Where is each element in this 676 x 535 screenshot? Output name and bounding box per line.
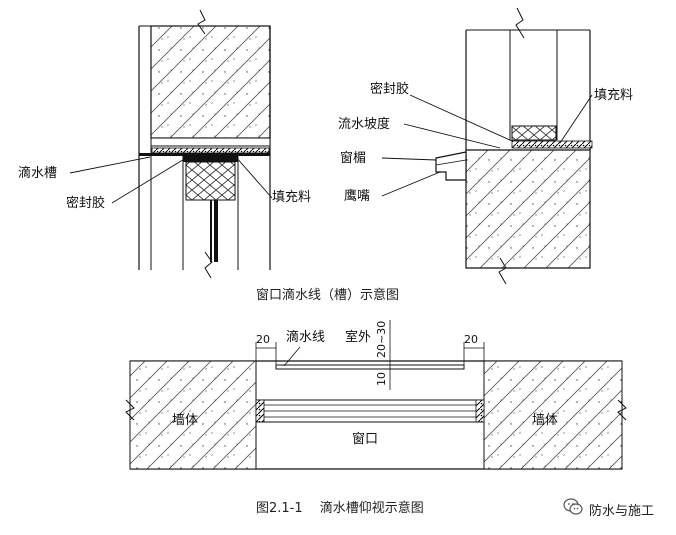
watermark: 防水与施工	[563, 498, 654, 520]
label-sealant-right: 密封胶	[370, 82, 410, 97]
label-drip-line: 滴水线	[286, 330, 326, 345]
watermark-text: 防水与施工	[588, 503, 654, 519]
sill-concrete	[465, 149, 591, 269]
eagle-mouth	[435, 151, 467, 181]
label-window: 窗口	[352, 432, 379, 447]
window-frame-top	[185, 161, 236, 201]
label-drip-groove: 滴水槽	[18, 166, 58, 181]
label-filler-left: 填充料	[272, 190, 312, 205]
bottom-plan-view	[125, 320, 627, 470]
label-eagle-mouth: 鹰嘴	[344, 189, 371, 204]
dim-left: 20	[256, 333, 270, 346]
caption-bottom: 图2.1-1 滴水槽仰视示意图	[256, 501, 424, 516]
label-window-lintel: 窗楣	[340, 151, 367, 166]
label-outdoor: 室外	[345, 330, 372, 345]
caption-top: 窗口滴水线（槽）示意图	[256, 288, 400, 303]
lintel-concrete	[150, 25, 271, 139]
label-wall-right: 墙体	[532, 413, 559, 428]
wechat-icon	[563, 498, 583, 520]
top-filler-strip	[151, 147, 270, 154]
label-slope: 流水坡度	[338, 117, 391, 132]
label-wall-left: 墙体	[172, 413, 199, 428]
wall-right-block	[483, 360, 623, 470]
right-frame	[511, 125, 557, 141]
label-filler-right: 填充料	[594, 88, 634, 103]
dim-vertical-bottom: 10	[375, 372, 388, 386]
right-filler	[511, 140, 593, 149]
wall-left-block	[129, 360, 257, 470]
drip-line-groove	[275, 364, 465, 370]
dim-vertical-top: 20~30	[375, 320, 388, 358]
dim-right: 20	[464, 333, 478, 346]
top-right-section	[381, 7, 593, 285]
top-left-section	[69, 9, 273, 279]
label-sealant-left: 密封胶	[66, 196, 106, 211]
